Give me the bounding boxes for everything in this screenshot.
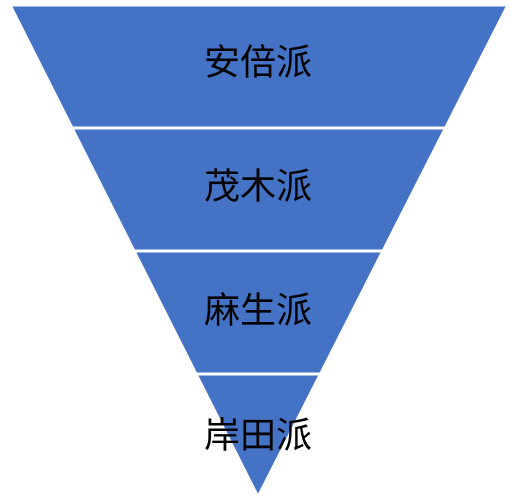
segments-layer	[7, 3, 511, 501]
labels-layer: 安倍派 茂木派 麻生派 岸田派	[204, 43, 312, 457]
segment-label-aso: 麻生派	[204, 291, 312, 332]
segment-kishida	[193, 372, 323, 501]
segment-label-abe: 安倍派	[204, 43, 312, 84]
segment-label-motegi: 茂木派	[204, 167, 312, 208]
segment-label-kishida: 岸田派	[204, 416, 312, 457]
